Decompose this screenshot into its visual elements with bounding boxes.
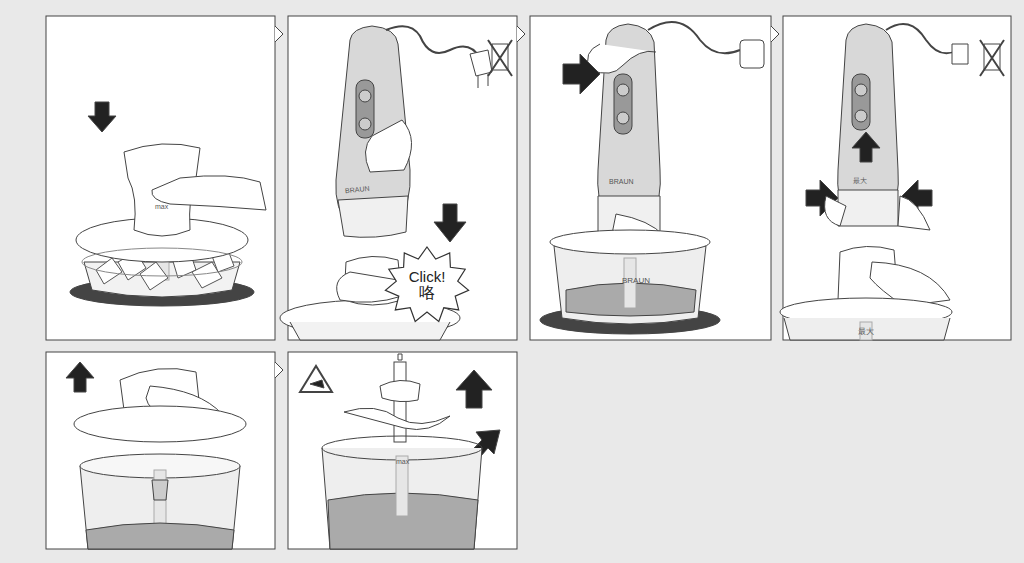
cross	[488, 40, 512, 76]
bowl-rim	[82, 248, 242, 276]
panel6-art	[300, 354, 500, 549]
plug	[470, 50, 492, 76]
button	[617, 84, 629, 96]
panel	[530, 16, 771, 340]
down-arrow	[88, 102, 116, 132]
motor-end	[838, 190, 898, 226]
panel	[288, 16, 517, 340]
panel2-art	[280, 26, 512, 340]
warning-triangle	[300, 366, 332, 392]
printed-mark: 最大	[858, 326, 874, 337]
plug	[952, 44, 968, 64]
blade	[344, 408, 450, 429]
notch	[275, 362, 283, 378]
button	[359, 90, 371, 102]
button	[855, 84, 867, 96]
button-panel	[356, 80, 374, 138]
printed-mark: max	[155, 203, 168, 210]
sound-word-cjk: 咯	[384, 284, 470, 301]
hand	[380, 380, 420, 401]
notch	[275, 26, 283, 42]
motor-end	[338, 196, 408, 237]
right-arrow	[563, 54, 600, 94]
bowl	[80, 466, 240, 549]
cord	[886, 24, 958, 53]
bowl	[554, 246, 706, 324]
down-arrow	[434, 204, 466, 242]
panel4-art	[780, 24, 1004, 340]
hand	[152, 176, 266, 210]
cross	[980, 40, 1004, 76]
up-arrow	[852, 132, 880, 162]
printed-mark: BRAUN	[609, 178, 634, 185]
click-burst: Click!咯	[384, 246, 470, 324]
notch	[771, 26, 779, 42]
bowl	[290, 322, 450, 340]
blender-body	[838, 24, 899, 216]
blade-top	[152, 480, 168, 500]
warning-hand	[310, 380, 324, 388]
unplugged-icon	[488, 40, 512, 76]
blade-tip	[398, 354, 402, 360]
plug-pins	[478, 74, 488, 88]
panel-frames	[46, 16, 1011, 549]
bowl	[784, 318, 950, 340]
printed-mark: max	[396, 458, 409, 465]
cord	[648, 22, 740, 53]
sound-word: Click!	[384, 269, 470, 285]
bowl-scale	[396, 456, 408, 516]
bowl-lid	[74, 406, 246, 442]
up-arrow	[456, 370, 492, 408]
unplugged-icon	[980, 40, 1004, 76]
bowl	[322, 448, 482, 549]
printed-mark: BRAUN	[622, 276, 650, 285]
hand-top	[588, 44, 656, 73]
burst-text: Click!咯	[384, 269, 470, 302]
finger	[825, 196, 846, 226]
chopped-food	[86, 523, 234, 549]
panel	[46, 352, 275, 549]
button-panel	[852, 74, 870, 130]
panel	[783, 16, 1011, 340]
button-panel	[614, 74, 632, 134]
button	[617, 112, 629, 124]
panel1-art	[70, 102, 266, 306]
bowl-lid	[550, 230, 710, 254]
hand	[365, 120, 411, 172]
wall-socket	[740, 40, 764, 68]
panel5-art	[66, 362, 246, 549]
panel-notches	[275, 26, 779, 378]
cord	[386, 26, 480, 58]
button	[359, 118, 371, 130]
notch	[517, 26, 525, 42]
panel	[46, 16, 275, 340]
up-arrow	[66, 362, 94, 392]
button	[855, 110, 867, 122]
panel	[288, 352, 517, 549]
hand	[898, 196, 930, 230]
panel3-art	[540, 22, 764, 334]
printed-mark: 最大	[853, 176, 867, 186]
